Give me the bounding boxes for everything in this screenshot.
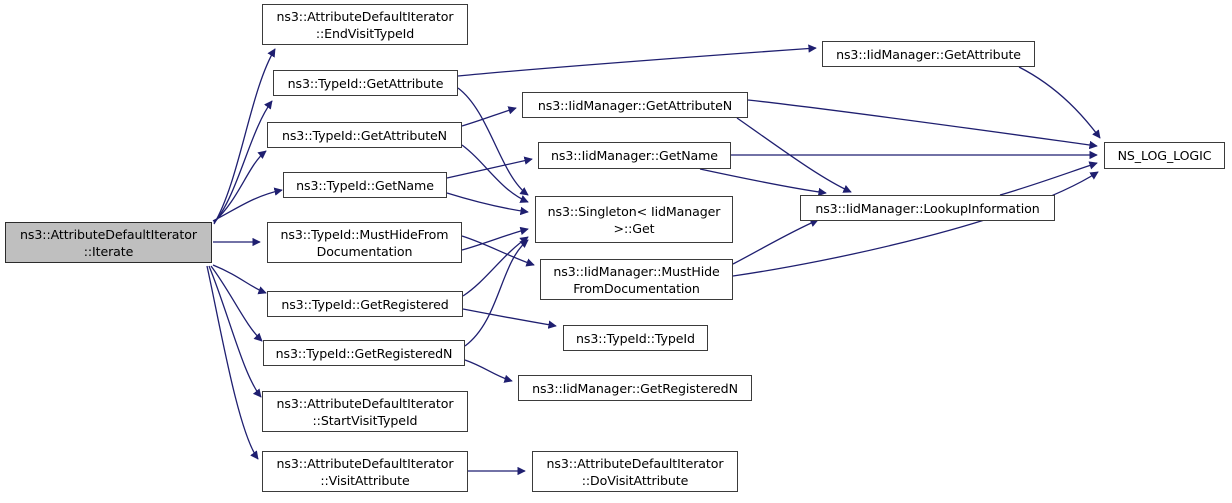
graph-node-iid_musthide[interactable]: ns3::IidManager::MustHide FromDocumentat…	[540, 259, 733, 300]
graph-node-lookupinformation[interactable]: ns3::IidManager::LookupInformation	[800, 195, 1055, 221]
edge-iterate-to-tid_getregistered	[212, 264, 267, 295]
graph-node-ns_log_logic[interactable]: NS_LOG_LOGIC	[1104, 142, 1225, 169]
graph-node-tid_musthide[interactable]: ns3::TypeId::MustHideFrom Documentation	[267, 222, 462, 263]
graph-node-tid_getregisteredn[interactable]: ns3::TypeId::GetRegisteredN	[263, 340, 465, 366]
edge-tid_getregisteredn-to-singleton_get	[464, 239, 529, 347]
edge-tid_getattributen-to-iid_getattributen	[461, 106, 517, 127]
graph-node-tid_getattribute[interactable]: ns3::TypeId::GetAttribute	[273, 70, 458, 96]
graph-node-iid_getname[interactable]: ns3::IidManager::GetName	[538, 142, 731, 169]
edge-iid_musthide-to-ns_log_logic	[732, 171, 1099, 277]
graph-node-dovisitattribute[interactable]: ns3::AttributeDefaultIterator ::DoVisitA…	[532, 451, 738, 492]
graph-node-visitattribute[interactable]: ns3::AttributeDefaultIterator ::VisitAtt…	[262, 451, 468, 492]
edge-iid_musthide-to-lookupinformation	[732, 219, 819, 265]
graph-node-iid_getattribute[interactable]: ns3::IidManager::GetAttribute	[822, 41, 1035, 67]
edge-iid_getattributen-to-ns_log_logic	[747, 99, 1098, 150]
edge-tid_musthide-to-iid_musthide	[461, 235, 535, 267]
edge-tid_getregisteredn-to-iid_getregisteredn	[464, 359, 513, 383]
edge-iterate-to-tid_getattribute	[213, 100, 273, 224]
edge-iterate-to-tid_getattributen	[213, 150, 267, 223]
graph-node-tid_typeid[interactable]: ns3::TypeId::TypeId	[563, 325, 708, 351]
edge-iid_getattributen-to-lookupinformation	[736, 117, 852, 193]
graph-node-startvisit[interactable]: ns3::AttributeDefaultIterator ::StartVis…	[262, 391, 468, 432]
edge-tid_getregistered-to-singleton_get	[462, 236, 529, 297]
edge-iterate-to-tid_getname	[212, 187, 283, 222]
edge-iterate-to-endvisit	[213, 48, 276, 225]
graph-node-iid_getregisteredn[interactable]: ns3::IidManager::GetRegisteredN	[518, 375, 752, 401]
edge-tid_getregistered-to-tid_typeid	[462, 308, 557, 329]
edge-lookupinformation-to-ns_log_logic	[999, 161, 1098, 196]
edge-iterate-to-tid_getregisteredn	[210, 265, 263, 342]
edge-tid_getname-to-iid_getname	[446, 156, 533, 179]
graph-node-tid_getregistered[interactable]: ns3::TypeId::GetRegistered	[267, 291, 463, 317]
graph-node-singleton_get[interactable]: ns3::Singleton< IidManager >::Get	[535, 196, 733, 243]
graph-node-tid_getattributen[interactable]: ns3::TypeId::GetAttributeN	[267, 122, 462, 148]
graph-node-iid_getattributen[interactable]: ns3::IidManager::GetAttributeN	[522, 92, 748, 118]
graph-node-iterate[interactable]: ns3::AttributeDefaultIterator ::Iterate	[5, 222, 212, 263]
graph-node-endvisit[interactable]: ns3::AttributeDefaultIterator ::EndVisit…	[262, 4, 468, 45]
edge-tid_getattribute-to-iid_getattribute	[457, 44, 817, 77]
edge-tid_getattribute-to-singleton_get	[457, 87, 529, 196]
graph-node-tid_getname[interactable]: ns3::TypeId::GetName	[283, 172, 447, 198]
edge-iid_getattribute-to-ns_log_logic	[1018, 66, 1101, 139]
edge-tid_getattributen-to-singleton_get	[461, 144, 529, 203]
edge-iterate-to-visitattribute	[206, 265, 259, 460]
edge-tid_getname-to-singleton_get	[446, 192, 529, 216]
edge-iterate-to-startvisit	[208, 265, 262, 398]
edge-tid_musthide-to-singleton_get	[461, 226, 529, 251]
edge-iid_getname-to-lookupinformation	[699, 168, 827, 197]
